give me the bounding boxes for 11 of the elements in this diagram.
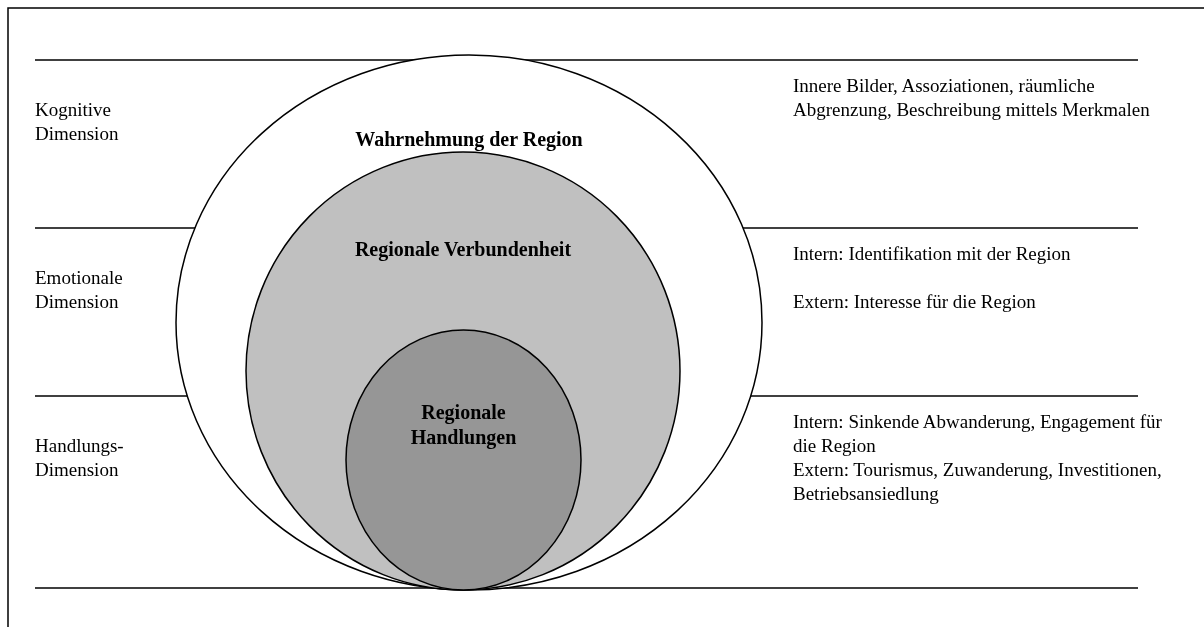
ellipse-label: Regionale Handlungen (409, 400, 518, 450)
description-text: Intern: Sinkende Abwanderung, Engagement für die Region (793, 410, 1163, 458)
description-text: Extern: Interesse für die Region (793, 290, 1037, 314)
description-text: Extern: Tourismus, Zuwanderung, Investitionen, Betriebsansiedlung (793, 458, 1163, 506)
description-text: Innere Bilder, Assoziationen, räumliche Abgrenzung, Beschreibung mittels Merkmalen (793, 74, 1151, 122)
row-label: Handlungs- Dimension (35, 434, 125, 482)
row-label: Emotionale Dimension (35, 266, 124, 314)
description-text: Intern: Identifikation mit der Region (793, 242, 1072, 266)
ellipse-label: Regionale Verbundenheit (353, 237, 573, 262)
row-label: Kognitive Dimension (35, 98, 120, 146)
ellipse-label: Wahrnehmung der Region (354, 127, 584, 152)
